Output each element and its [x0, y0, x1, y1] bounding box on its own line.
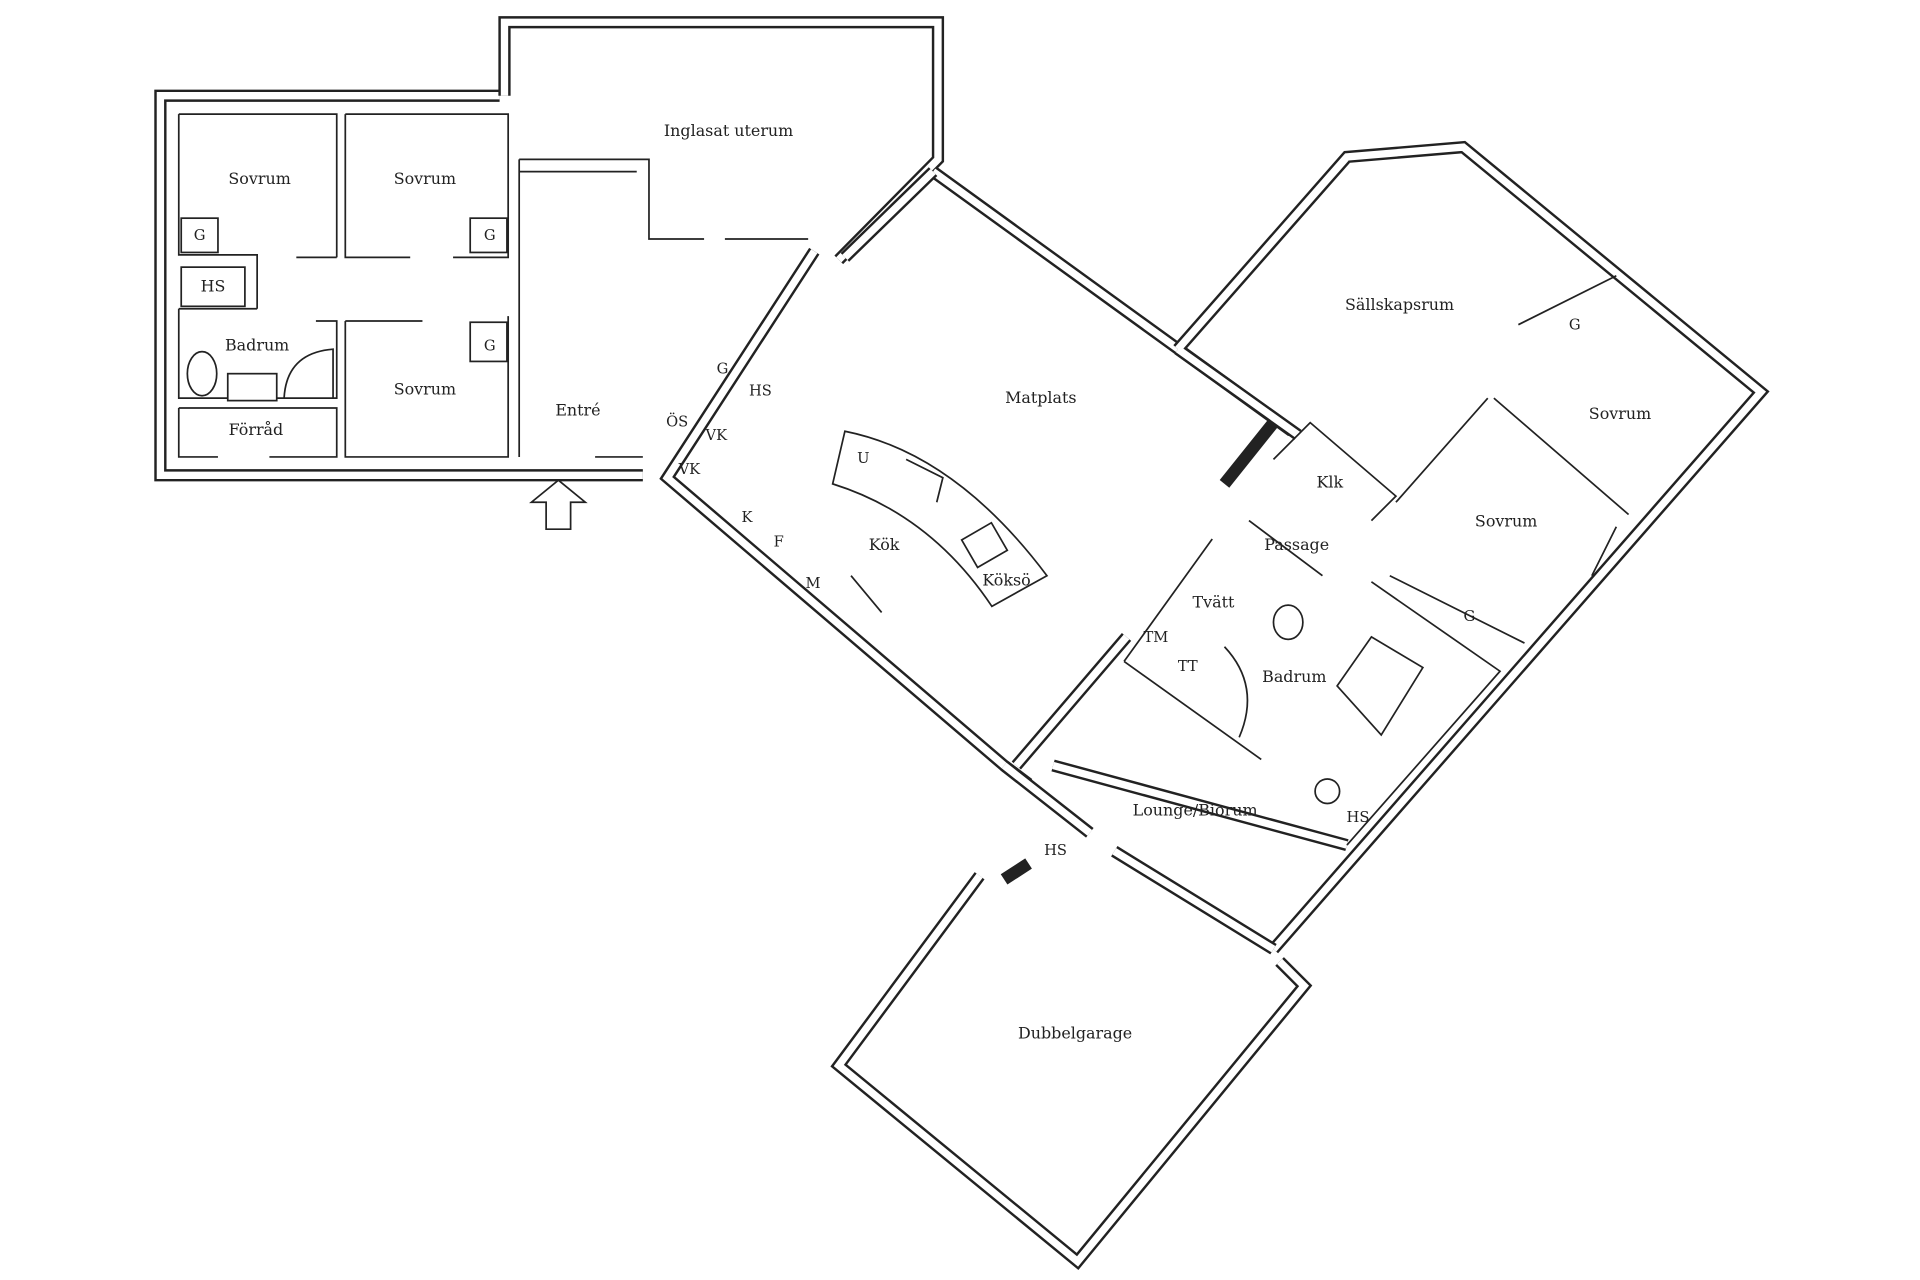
fixture-label: HS [749, 383, 772, 400]
fixture-label: G [1464, 608, 1476, 625]
fixture-label: G [194, 227, 206, 244]
room-label: Matplats [1005, 388, 1076, 407]
fixture-label: TM [1143, 629, 1168, 646]
fixture-label: HS [1044, 842, 1067, 859]
room-labels: Sovrum Sovrum Sovrum Badrum Förråd HS En… [201, 121, 1652, 1042]
room-label: Sovrum [1589, 404, 1651, 423]
fixture-label: HS [1347, 809, 1370, 826]
room-label: Entré [555, 400, 600, 419]
fixture-label: U [857, 450, 869, 467]
room-label: Sällskapsrum [1345, 295, 1454, 314]
fixture-label: G [484, 227, 496, 244]
fixture-label: G [484, 337, 496, 354]
entrance-arrow [529, 479, 588, 531]
room-label: HS [201, 277, 226, 296]
room-label: Badrum [1262, 667, 1326, 686]
walls [154, 16, 1770, 1271]
fixture-labels: G G G G G G ÖS VK VK HS K F M U TM TT HS… [194, 227, 1581, 859]
room-label: Passage [1264, 535, 1329, 554]
fixture-label: VK [678, 461, 702, 478]
room-label: Sovrum [228, 169, 290, 188]
room-label: Klk [1316, 473, 1343, 492]
room-label: Sovrum [394, 169, 456, 188]
room-label: Förråd [229, 420, 284, 439]
arrow-up-icon [529, 479, 588, 531]
room-label: Inglasat uterum [664, 121, 793, 140]
room-label: Köksö [982, 571, 1030, 590]
interior-walls [177, 113, 1630, 846]
room-label: Lounge/Biorum [1133, 801, 1258, 820]
fixture-label: G [717, 361, 729, 378]
room-label: Dubbelgarage [1018, 1024, 1132, 1043]
room-label: Sovrum [394, 379, 456, 398]
fixture-label: VK [705, 427, 729, 444]
fixture-label: TT [1178, 658, 1198, 675]
room-label: Badrum [225, 335, 289, 354]
fixture-label: M [806, 575, 821, 592]
room-label: Sovrum [1475, 512, 1537, 531]
fixture-label: K [741, 509, 753, 526]
room-label: Tvätt [1193, 593, 1235, 612]
fixture-label: G [1569, 317, 1581, 334]
fixture-label: ÖS [666, 412, 688, 430]
fixtures [180, 217, 1425, 805]
room-label: Kök [869, 535, 900, 554]
fixture-label: F [774, 533, 784, 550]
